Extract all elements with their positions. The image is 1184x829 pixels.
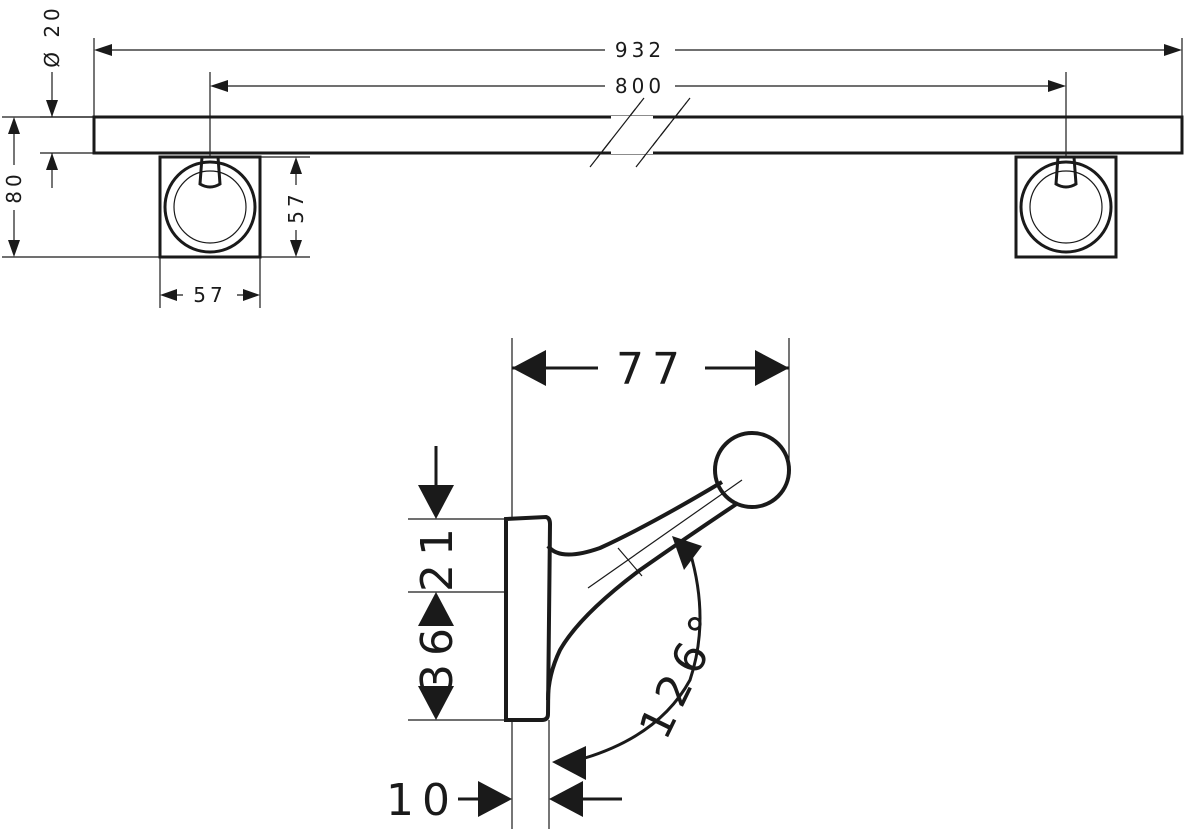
plate-thickness-label: 10: [386, 775, 458, 826]
dim-rosette-height: 57: [260, 156, 310, 258]
bar-section: [713, 431, 791, 509]
dim-overall-length: 932: [94, 38, 1182, 62]
dim-angle: 126°: [552, 536, 736, 780]
dim-total-height: 80: [2, 116, 160, 258]
mounting-distance-label: 800: [615, 74, 665, 98]
total-height-label: 80: [2, 170, 26, 203]
dim-lower-offset: 36: [412, 620, 463, 720]
rosette-height-label: 57: [284, 190, 308, 223]
rosette-width-label: 57: [193, 283, 226, 307]
left-rosette: [158, 155, 262, 259]
bar-diameter-label: Ø 20: [40, 4, 64, 68]
overall-length-label: 932: [615, 38, 665, 62]
dim-rosette-width: 57: [159, 257, 261, 308]
dim-upper-offset: 21: [412, 446, 463, 626]
right-rosette: [1014, 155, 1118, 259]
wall-plate: [504, 514, 553, 722]
side-view: 77 21 36 126° 10: [386, 338, 791, 829]
angle-label: 126°: [630, 600, 736, 746]
bracket-arm: [546, 480, 740, 701]
dim-projection: 77: [512, 344, 789, 395]
lower-offset-label: 36: [412, 620, 463, 692]
dim-bar-diameter: Ø 20: [40, 4, 94, 188]
upper-offset-label: 21: [412, 520, 463, 592]
dim-plate-thickness: 10: [386, 775, 622, 826]
projection-label: 77: [616, 344, 688, 395]
front-view: 932 800 Ø 20 80: [2, 4, 1184, 308]
dim-mounting-distance: 800: [210, 74, 1066, 98]
